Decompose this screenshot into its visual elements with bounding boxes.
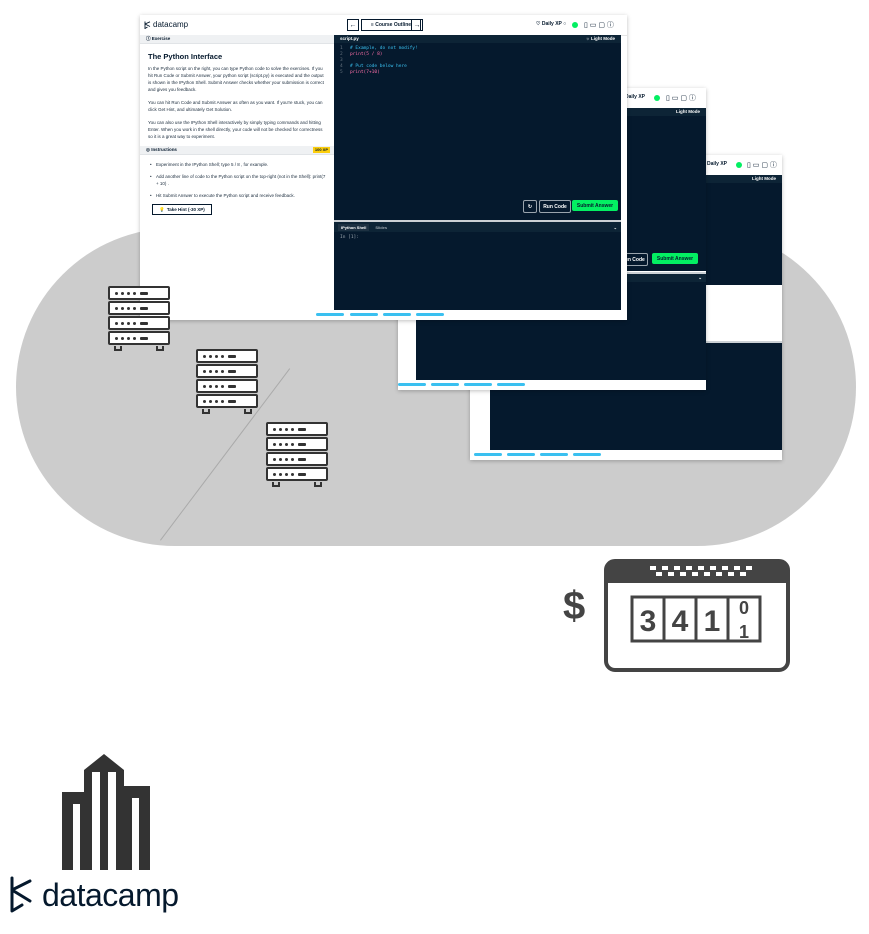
lightbulb-icon: 💡 [159, 206, 165, 212]
screenshot-main: datacamp ← ≡ Course Outline → ♡ Daily XP… [140, 15, 627, 320]
cost-meter-icon: 3 4 1 0 1 [604, 559, 790, 672]
tab-ipython-shell[interactable]: IPython Shell [338, 223, 370, 231]
exercise-title: The Python Interface [148, 52, 223, 61]
meter-rolling-digit: 0 [739, 598, 749, 618]
course-outline-label: Course Outline [375, 22, 412, 28]
light-mode-toggle[interactable]: ☼ Light Mode [585, 36, 615, 41]
line-number: 2 [340, 52, 343, 57]
datacamp-brand: datacamp [8, 876, 179, 914]
next-arrow-button[interactable]: → [411, 19, 423, 31]
tab-slides[interactable]: Slides [375, 224, 388, 230]
code-text: # Put code below here [350, 64, 407, 69]
take-hint-label: Take Hint (-30 XP) [166, 207, 205, 212]
meter-digit: 1 [704, 605, 721, 638]
light-mode-toggle[interactable]: Light Mode [676, 109, 700, 114]
file-tab[interactable]: script.py [340, 36, 359, 41]
datacamp-logo-icon [10, 876, 32, 913]
meter-rolling-digit: 1 [739, 622, 749, 642]
code-line[interactable]: 1 # Example, do not modify! [340, 46, 615, 52]
toolbar-icons[interactable]: ▯ ▭ ▢ ⓘ [584, 22, 614, 29]
run-code-button[interactable]: Run Code [539, 200, 571, 213]
take-hint-button[interactable]: 💡Take Hint (-30 XP) [152, 204, 212, 215]
exercise-paragraph: You can also use the IPython Shell inter… [148, 120, 323, 139]
toolbar-icons: ▯ ▭ ▢ ⓘ [666, 95, 696, 102]
building-icon [62, 754, 150, 870]
toolbar-icons: ▯ ▭ ▢ ⓘ [747, 162, 777, 169]
daily-xp-label: Daily XP [707, 161, 728, 167]
light-mode-label: Light Mode [591, 36, 615, 41]
progress-dashes [470, 450, 782, 460]
progress-dashes [398, 380, 706, 390]
status-dot [654, 95, 660, 101]
code-text: # Example, do not modify! [350, 46, 418, 51]
exercise-header: ⓘ Exercise [140, 35, 334, 44]
progress-dashes [140, 310, 627, 320]
ipython-shell[interactable]: IPython Shell Slides ⌄ In [1]: [334, 220, 621, 310]
exercise-pane: ⓘ Exercise The Python Interface In the P… [140, 35, 337, 310]
line-number: 1 [340, 46, 343, 51]
editor-tab-row: script.py ☼ Light Mode [334, 35, 621, 43]
code-line[interactable]: 5 print(7+10) [340, 70, 615, 76]
meter-digit: 4 [672, 605, 689, 638]
exercise-paragraph: In the Python script on the right, you c… [148, 66, 324, 92]
shell-tab-row: IPython Shell Slides ⌄ [334, 220, 621, 232]
brand-name-small: datacamp [153, 20, 189, 29]
code-editor[interactable]: script.py ☼ Light Mode 1 # Example, do not… [334, 35, 621, 220]
line-number: 3 [340, 58, 343, 63]
daily-xp-text: Daily XP [541, 21, 562, 27]
dollar-sign-icon: $ [563, 584, 586, 628]
exercise-paragraph: You can hit Run Code and Submit Answer a… [148, 100, 323, 112]
status-dot [736, 162, 742, 168]
chevron-down-icon[interactable]: ⌄ [613, 224, 617, 230]
instruction-item: Hit Submit Answer to execute the Python … [150, 192, 326, 199]
brand-logo-small[interactable]: datacamp [144, 20, 188, 29]
prev-arrow-button[interactable]: ← [347, 19, 359, 31]
exercise-label: Exercise [151, 36, 171, 41]
instruction-item: Add another line of code to the Python s… [150, 173, 326, 187]
light-mode-toggle[interactable]: Light Mode [752, 176, 776, 181]
reset-icon[interactable]: ↻ [523, 200, 537, 213]
course-outline-button[interactable]: ≡ Course Outline [361, 19, 421, 31]
server-rack-icon [196, 349, 258, 415]
topbar: datacamp ← ≡ Course Outline → ♡ Daily XP… [140, 15, 627, 36]
instructions-label: Instructions [151, 147, 177, 152]
brand-name: datacamp [42, 876, 179, 913]
instruction-item: Experiment in the IPython Shell; type 5 … [150, 161, 326, 168]
code-text: print(7+10) [350, 70, 380, 75]
meter-digit: 3 [640, 605, 657, 638]
submit-answer-button[interactable]: Submit Answer [572, 200, 618, 211]
xp-badge: 100 XP [312, 147, 330, 153]
shell-prompt: In [1]: [340, 235, 359, 240]
code-lines[interactable]: 1 # Example, do not modify! 2 print(5 / 8) 3… [334, 43, 621, 79]
server-rack-icon [108, 286, 170, 352]
code-line[interactable]: 2 print(5 / 8) [340, 52, 615, 58]
daily-xp-label: ♡ Daily XP ○ [536, 21, 567, 27]
line-number: 5 [340, 70, 343, 75]
server-rack-icon [266, 422, 328, 488]
submit-answer-button[interactable]: Submit Answer [652, 253, 698, 264]
code-line[interactable]: 3 [340, 58, 615, 64]
status-dot [572, 22, 578, 28]
datacamp-logo-icon [144, 20, 151, 29]
code-text: print(5 / 8) [350, 52, 383, 57]
code-line[interactable]: 4 # Put code below here [340, 64, 615, 70]
line-number: 4 [340, 64, 343, 69]
daily-xp-label: Daily XP [625, 94, 646, 100]
